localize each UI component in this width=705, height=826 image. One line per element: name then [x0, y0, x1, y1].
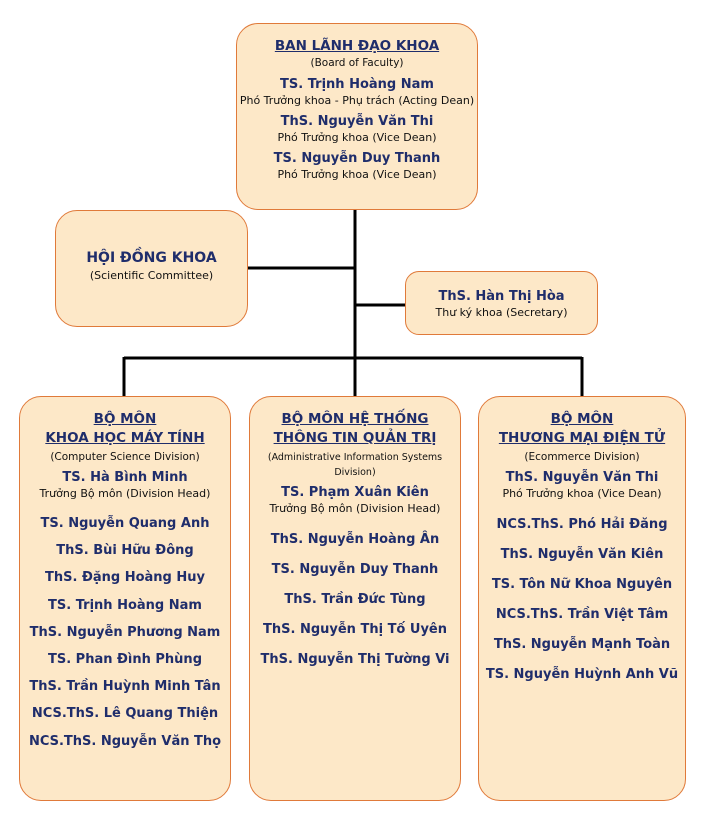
committee-subtitle: (Scientific Committee)	[89, 269, 214, 282]
board-member: ThS. Nguyễn Văn Thi Phó Trưởng khoa (Vic…	[237, 114, 477, 145]
division-box-cs: BỘ MÔN KHOA HỌC MÁY TÍNH (Computer Scien…	[19, 396, 231, 801]
division-title-line2: THÔNG TIN QUẢN TRỊ	[273, 430, 437, 446]
head-role: Trưởng Bộ môn (Division Head)	[39, 487, 211, 500]
head-name: ThS. Nguyễn Văn Thi	[505, 470, 659, 485]
member-name: TS. Trịnh Hoàng Nam	[48, 597, 202, 613]
division-box-ecommerce: BỘ MÔN THƯƠNG MẠI ĐIỆN TỬ (Ecommerce Div…	[478, 396, 686, 801]
division-subtitle: (Administrative Information Systems Divi…	[267, 452, 443, 478]
member-name: NCS.ThS. Phó Hải Đăng	[496, 517, 668, 532]
division-title-line2: KHOA HỌC MÁY TÍNH	[45, 430, 205, 446]
secretary-name: ThS. Hàn Thị Hòa	[438, 289, 565, 304]
member-list: NCS.ThS. Phó Hải Đăng ThS. Nguyễn Văn Ki…	[479, 510, 685, 690]
member-name: ThS. Nguyễn Văn Thi	[280, 114, 434, 129]
member-role: Phó Trưởng khoa (Vice Dean)	[277, 168, 437, 181]
member-name: ThS. Nguyễn Văn Kiên	[500, 547, 664, 562]
member-name: ThS. Nguyễn Thị Tố Uyên	[263, 622, 447, 637]
board-box: BAN LÃNH ĐẠO KHOA (Board of Faculty) TS.…	[236, 23, 478, 210]
committee-box: HỘI ĐỒNG KHOA (Scientific Committee)	[55, 210, 248, 327]
division-head: ThS. Nguyễn Văn Thi Phó Trưởng khoa (Vic…	[479, 470, 685, 501]
head-name: TS. Hà Bình Minh	[62, 470, 188, 485]
member-role: Phó Trưởng khoa (Vice Dean)	[277, 131, 437, 144]
board-member: TS. Trịnh Hoàng Nam Phó Trưởng khoa - Ph…	[237, 77, 477, 108]
division-subtitle: (Ecommerce Division)	[524, 451, 640, 463]
member-list: TS. Nguyễn Quang Anh ThS. Bùi Hữu Đông T…	[20, 510, 230, 755]
division-title-line1: BỘ MÔN	[550, 411, 614, 427]
member-name: NCS.ThS. Nguyễn Văn Thọ	[28, 733, 222, 749]
member-name: TS. Phan Đình Phùng	[47, 652, 202, 668]
member-name: ThS. Bùi Hữu Đông	[56, 543, 194, 559]
head-name: TS. Phạm Xuân Kiên	[281, 485, 429, 500]
member-name: NCS.ThS. Trần Việt Tâm	[495, 607, 669, 622]
division-subtitle: (Computer Science Division)	[50, 451, 200, 463]
division-head: TS. Phạm Xuân Kiên Trưởng Bộ môn (Divisi…	[250, 485, 460, 516]
division-title-line1: BỘ MÔN	[93, 411, 157, 427]
member-name: ThS. Trần Đức Tùng	[284, 592, 426, 607]
division-box-ais: BỘ MÔN HỆ THỐNG THÔNG TIN QUẢN TRỊ (Admi…	[249, 396, 461, 801]
member-name: TS. Nguyễn Quang Anh	[40, 516, 210, 531]
member-name: ThS. Trần Huỳnh Minh Tân	[29, 679, 221, 695]
member-name: TS. Nguyễn Duy Thanh	[273, 151, 441, 166]
division-title-line2: THƯƠNG MẠI ĐIỆN TỬ	[498, 430, 666, 446]
division-head: TS. Hà Bình Minh Trưởng Bộ môn (Division…	[20, 470, 230, 501]
secretary-box: ThS. Hàn Thị Hòa Thư ký khoa (Secretary)	[405, 271, 598, 335]
member-name: ThS. Nguyễn Hoàng Ân	[270, 532, 440, 547]
board-subtitle: (Board of Faculty)	[310, 57, 404, 69]
member-name: NCS.ThS. Lê Quang Thiện	[31, 706, 219, 722]
member-role: Phó Trưởng khoa - Phụ trách (Acting Dean…	[239, 94, 475, 107]
committee-title: HỘI ĐỒNG KHOA	[86, 250, 217, 266]
member-name: ThS. Nguyễn Phương Nam	[29, 624, 221, 640]
member-name: TS. Trịnh Hoàng Nam	[280, 77, 434, 92]
secretary-role: Thư ký khoa (Secretary)	[435, 306, 568, 319]
division-title-line1: BỘ MÔN HỆ THỐNG	[281, 411, 429, 427]
member-name: ThS. Nguyễn Mạnh Toàn	[493, 637, 671, 652]
member-list: ThS. Nguyễn Hoàng Ân TS. Nguyễn Duy Than…	[250, 525, 460, 675]
member-name: TS. Tôn Nữ Khoa Nguyên	[491, 577, 673, 592]
head-role: Phó Trưởng khoa (Vice Dean)	[502, 487, 662, 500]
board-member: TS. Nguyễn Duy Thanh Phó Trưởng khoa (Vi…	[237, 151, 477, 182]
member-name: TS. Nguyễn Huỳnh Anh Vũ	[485, 667, 679, 682]
board-title: BAN LÃNH ĐẠO KHOA	[274, 38, 440, 54]
member-name: ThS. Nguyễn Thị Tường Vi	[260, 652, 450, 667]
member-name: TS. Nguyễn Duy Thanh	[271, 562, 439, 577]
head-role: Trưởng Bộ môn (Division Head)	[269, 502, 441, 515]
member-name: ThS. Đặng Hoàng Huy	[45, 570, 205, 586]
